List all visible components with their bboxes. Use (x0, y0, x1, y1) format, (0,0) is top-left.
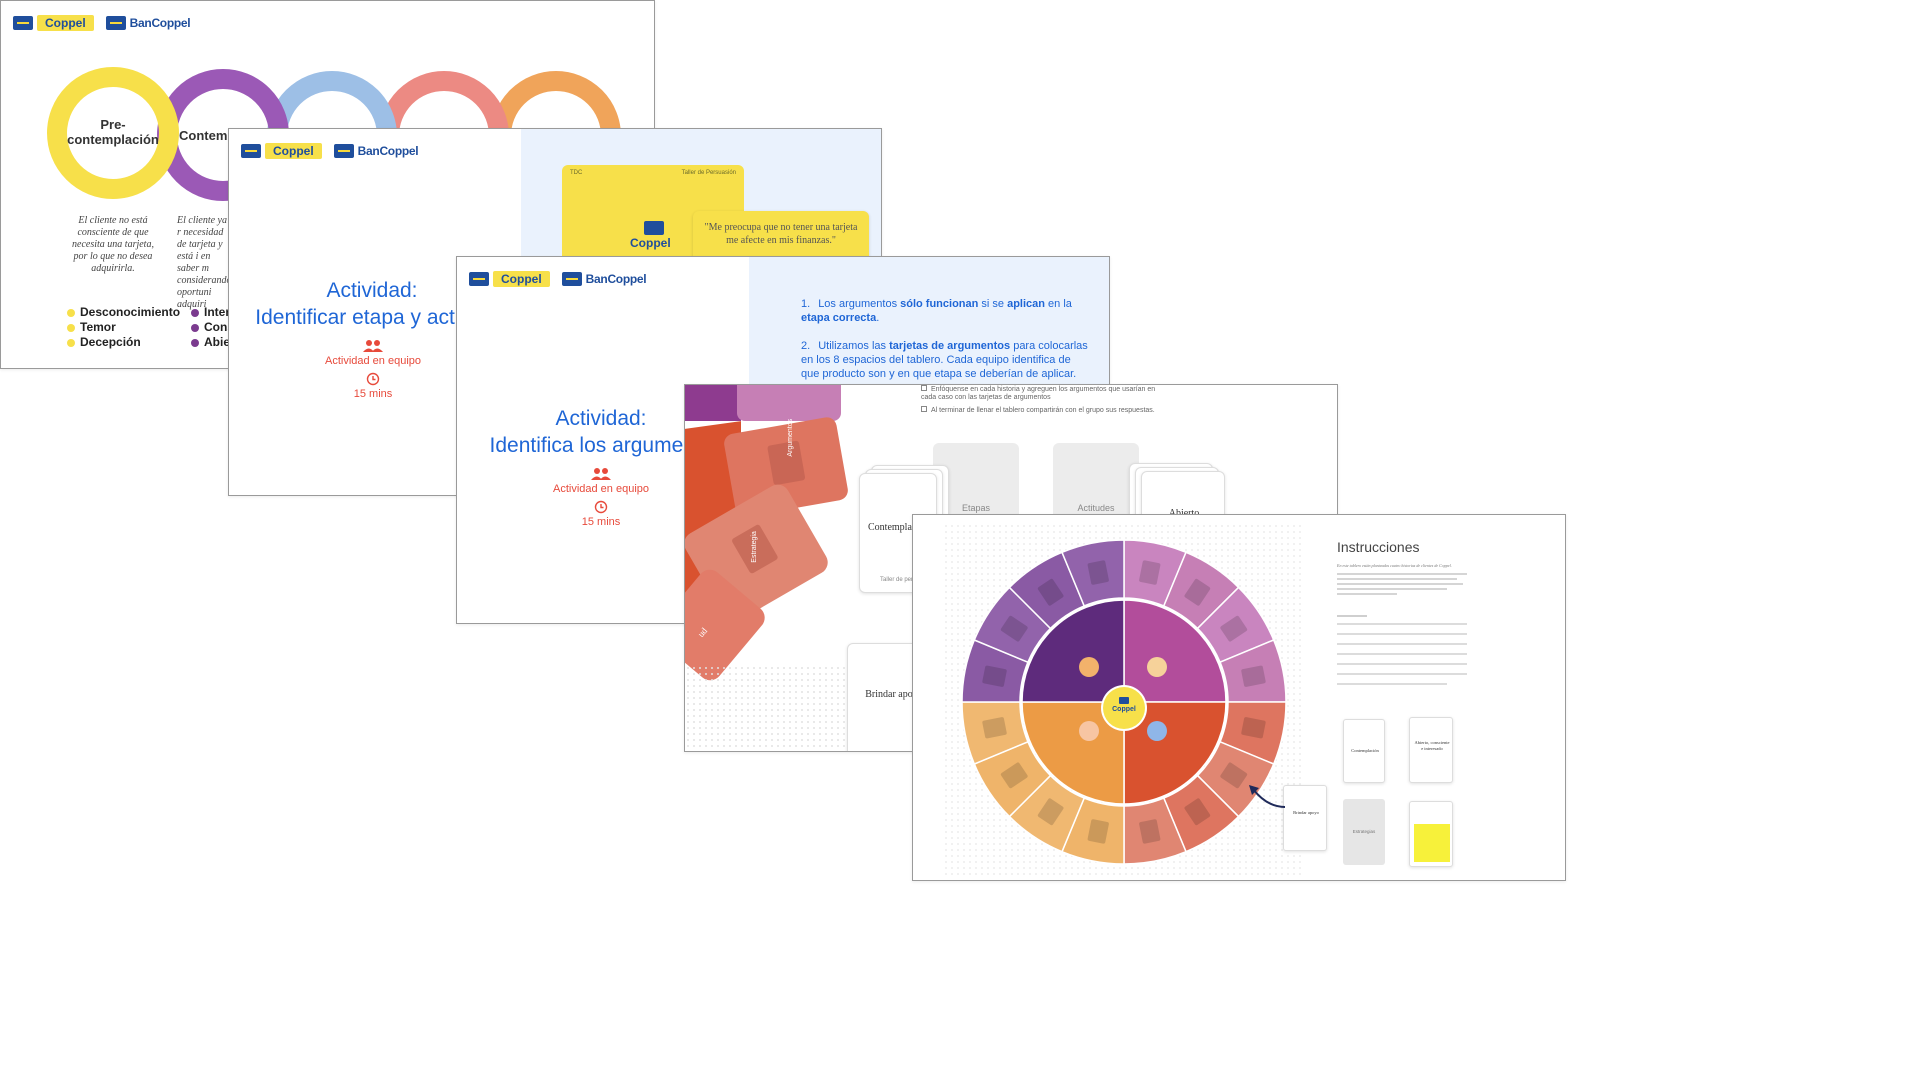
center-badge: Coppel (1103, 687, 1145, 729)
coppel-logo: Coppel (241, 143, 322, 159)
bullet-item: Desconocimiento (67, 305, 180, 320)
card-slot (1000, 615, 1028, 642)
instructions-subtitle: En este tablero están planteadas cuatro … (1337, 563, 1452, 568)
card-slot (1241, 665, 1266, 687)
checkbox-icon (921, 385, 927, 391)
activity-title: Actividad: Identifica los argumento (489, 407, 713, 457)
card-contemplacion-sample[interactable]: Contemplación (1343, 719, 1385, 783)
team-label: Actividad en equipo (324, 355, 421, 367)
clock-icon (594, 500, 608, 514)
stage2-description: El cliente ya r necesidad de tarjeta y e… (177, 215, 232, 310)
card-brindar-apoyo-floating[interactable]: Brindar apoyo (1283, 785, 1327, 851)
stage1-bullets: Desconocimiento Temor Decepción (67, 305, 180, 350)
board-inner-top-left (1021, 599, 1125, 703)
brand-logos: Coppel BanCoppel (241, 143, 419, 159)
bancoppel-key-icon (105, 16, 126, 30)
card-slot (1139, 560, 1161, 585)
argument-yellow-block (1414, 824, 1450, 862)
placement-arrow-icon (1247, 783, 1287, 811)
bancoppel-key-icon (561, 272, 582, 286)
bancoppel-logo: BanCoppel (105, 16, 191, 30)
card-slot (1220, 762, 1248, 789)
coppel-key-icon (469, 272, 489, 286)
persuasion-board: Coppel (961, 539, 1287, 865)
time-label: 15 mins (353, 388, 393, 400)
card-slot (1087, 560, 1109, 585)
face-icon-bottom-left (1079, 721, 1099, 741)
card-estrategias-sample: Estrategias (1343, 799, 1385, 865)
stage-precontemplacion-label: Pre- contemplación (67, 117, 159, 147)
slide-board-instructions[interactable]: Coppel Instrucciones En este tablero est… (912, 514, 1566, 881)
instructions-list (1337, 615, 1467, 685)
brand-logos: Coppel BanCoppel (13, 15, 191, 31)
coppel-key-icon (13, 16, 33, 30)
board-wheel (961, 539, 1287, 865)
bancoppel-logo: BanCoppel (561, 272, 647, 286)
face-icon-bottom-right (1147, 721, 1167, 741)
board-inner-top-right (1123, 599, 1227, 703)
bullet-item: Temor (67, 320, 180, 335)
card-slot (982, 665, 1007, 687)
instruction-step-1: 1.Los argumentos sólo funcionan si se ap… (801, 298, 1072, 324)
card-slot (1184, 578, 1211, 606)
instructions-title: Instrucciones (1337, 539, 1420, 555)
card-slot (1184, 798, 1211, 826)
time-label: 15 mins (581, 516, 621, 528)
card-abierto-sample[interactable]: Abierto, consciente e interesado (1409, 717, 1453, 783)
instruction-step-2: 2.Utilizamos las tarjetas de argumentos … (801, 340, 1088, 380)
team-icon (591, 467, 611, 480)
card-slot (982, 717, 1007, 739)
coppel-card-logo (644, 221, 664, 235)
bancoppel-key-icon (333, 144, 354, 158)
bullet-item: Decepción (67, 335, 180, 350)
card-slot (1087, 819, 1109, 844)
card-slot (1037, 578, 1064, 606)
face-icon-top-left (1079, 657, 1099, 677)
stage-contemplacion-label: Contemp (179, 128, 236, 143)
stage1-description: El cliente no está consciente de que nec… (72, 215, 154, 274)
brand-logos: Coppel BanCoppel (469, 271, 647, 287)
clock-icon (366, 372, 380, 386)
activity-title: Actividad: Identificar etapa y actitud (255, 279, 489, 329)
card-slot (1220, 615, 1248, 642)
card-slot (1037, 798, 1064, 826)
card-slot (1139, 819, 1161, 844)
bancoppel-logo: BanCoppel (333, 144, 419, 158)
coppel-logo: Coppel (469, 271, 550, 287)
team-label: Actividad en equipo (552, 483, 649, 495)
coppel-key-icon (241, 144, 261, 158)
wedge-pink-top (737, 385, 841, 421)
face-icon-top-right (1147, 657, 1167, 677)
checkbox-icon (921, 406, 927, 412)
center-coppel-logo (1119, 697, 1129, 704)
card-slot (1241, 717, 1266, 739)
wedge-purple-top (685, 385, 741, 421)
coppel-logo: Coppel (13, 15, 94, 31)
card-argument-sample[interactable] (1409, 801, 1453, 867)
card-slot (1000, 762, 1028, 789)
board-slot-top-left (1061, 539, 1125, 607)
team-icon (363, 339, 383, 352)
instructions-paragraph (1337, 573, 1467, 595)
checklist-1: Enfóquense en cada historia y agreguen l… (921, 385, 1156, 401)
checklist-2: Al terminar de llenar el tablero compart… (921, 406, 1181, 415)
